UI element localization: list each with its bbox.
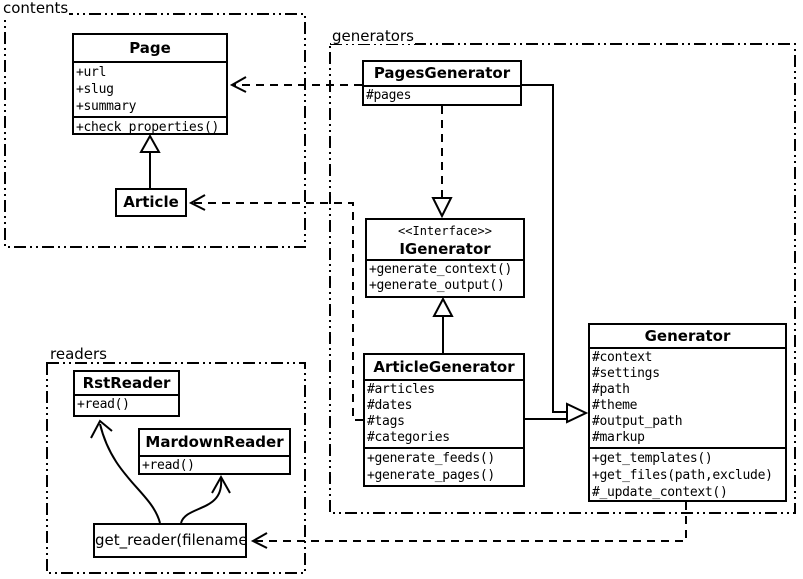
method: +read() [77, 397, 130, 412]
inheritance-articlegenerator-to-igenerator [432, 296, 454, 353]
package-border-readers [46, 362, 306, 574]
attribute: +url [76, 65, 107, 80]
class-generator-name: Generator [644, 327, 731, 345]
method: +generate_pages() [367, 468, 495, 483]
function-get-reader: get_reader(filename) [93, 523, 247, 558]
class-page-methods: +check_properties() [74, 116, 226, 135]
inheritance-article-to-page [139, 133, 161, 188]
dependency-pagesgenerator-to-page [229, 76, 362, 93]
attribute: #pages [366, 88, 412, 103]
class-pagesgenerator-attributes: #pages [364, 85, 520, 104]
class-igenerator-name: IGenerator [399, 240, 491, 258]
class-mardownreader-name: MardownReader [145, 433, 284, 451]
method: +generate_context() [369, 262, 513, 277]
method: +generate_output() [369, 278, 505, 293]
package-label-contents: contents [2, 0, 70, 17]
method: +get_templates() [592, 451, 713, 466]
attribute: #articles [367, 382, 435, 397]
attribute: #context [592, 350, 653, 365]
arrow-getreader-to-rstreader [90, 419, 161, 524]
package-border-generators [329, 43, 796, 514]
class-articlegenerator: ArticleGenerator #articles #dates #tags … [363, 353, 525, 487]
class-pagesgenerator: PagesGenerator #pages [362, 60, 522, 106]
class-igenerator-stereotype: <<Interface>> [398, 224, 492, 238]
function-get-reader-label: get_reader(filename) [95, 531, 247, 549]
class-article: Article [115, 188, 187, 217]
class-rstreader-methods: +read() [75, 394, 178, 414]
attribute: #categories [367, 430, 450, 445]
class-pagesgenerator-name: PagesGenerator [373, 64, 511, 82]
method: +get_files(path,exclude) [592, 468, 773, 483]
class-articlegenerator-attributes: #articles #dates #tags #categories [365, 379, 523, 447]
class-page-name: Page [129, 39, 171, 57]
class-mardownreader-methods: +read() [140, 455, 289, 473]
class-articlegenerator-methods: +generate_feeds() +generate_pages() [365, 447, 523, 485]
arrow-getreader-to-mardownreader [180, 474, 231, 524]
dependency-generator-to-getreader [250, 502, 687, 549]
inheritance-pagesgenerator-to-generator [522, 84, 567, 413]
dependency-articlegenerator-to-article [188, 194, 363, 421]
class-articlegenerator-name: ArticleGenerator [373, 358, 515, 376]
attribute: #markup [592, 430, 645, 445]
inheritance-articlegenerator-to-generator [525, 402, 589, 424]
class-igenerator-methods: +generate_context() +generate_output() [367, 259, 523, 295]
method: #_update_context() [592, 485, 728, 500]
attribute: +slug [76, 82, 114, 97]
class-page-attributes: +url +slug +summary [74, 61, 226, 116]
attribute: #settings [592, 366, 660, 381]
attribute: #theme [592, 398, 638, 413]
attribute: #output_path [592, 414, 683, 429]
class-generator: Generator #context #settings #path #them… [588, 323, 787, 502]
package-label-generators: generators [331, 27, 415, 45]
package-label-readers: readers [49, 345, 108, 363]
attribute: #tags [367, 414, 405, 429]
attribute: +summary [76, 99, 137, 114]
class-generator-methods: +get_templates() +get_files(path,exclude… [590, 447, 785, 500]
class-rstreader-name: RstReader [82, 374, 171, 392]
class-rstreader: RstReader +read() [73, 370, 180, 417]
class-generator-attributes: #context #settings #path #theme #output_… [590, 347, 785, 447]
method: +read() [142, 458, 195, 473]
method: +generate_feeds() [367, 451, 495, 466]
attribute: #dates [367, 398, 413, 413]
class-mardownreader: MardownReader +read() [138, 428, 291, 475]
class-article-name: Article [123, 193, 179, 211]
class-page: Page +url +slug +summary +check_properti… [72, 33, 228, 135]
method: +check_properties() [76, 120, 220, 135]
realization-pagesgenerator-to-igenerator [431, 106, 453, 219]
attribute: #path [592, 382, 630, 397]
class-igenerator: <<Interface>> IGenerator +generate_conte… [365, 218, 525, 298]
package-border-contents [4, 13, 306, 248]
